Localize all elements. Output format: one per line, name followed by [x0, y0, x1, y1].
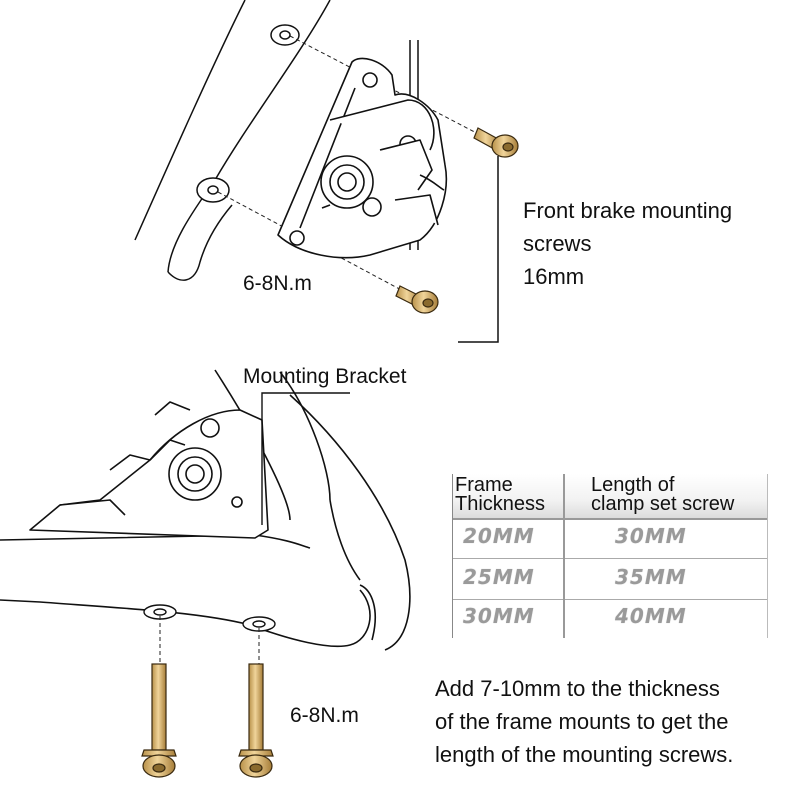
- front-screw-callout: [458, 156, 499, 343]
- frame-thickness-cell: 20MM: [463, 524, 535, 548]
- front-brake-screw-lower: [395, 285, 439, 314]
- header-length-line-2: clamp set screw: [591, 493, 735, 515]
- screw-length-cell: 40MM: [615, 604, 687, 628]
- header-frame-thickness: Frame Thickness: [455, 474, 546, 515]
- header-frame-line-1: Frame: [455, 474, 513, 496]
- header-frame-line-2: Thickness: [455, 493, 546, 515]
- header-length-line-1: Length of: [591, 474, 675, 496]
- table-row: 20MM 30MM: [453, 518, 767, 558]
- vertical-alignment-lines: [159, 616, 260, 666]
- bracket-callout: [261, 392, 350, 525]
- front-brake-label-line-1: Front brake mounting: [523, 198, 733, 223]
- screw-length-table: Frame Thickness Length of clamp set scre…: [452, 474, 768, 638]
- note-line-3: length of the mounting screws.: [435, 742, 734, 767]
- screw-length-cell: 35MM: [615, 565, 687, 589]
- frame-thickness-cell: 25MM: [463, 565, 535, 589]
- note-line-2: of the frame mounts to get the: [435, 709, 729, 734]
- brake-caliper-top: [277, 57, 448, 259]
- frame-screw-holes: [143, 604, 276, 632]
- mounting-bolt-right: [238, 663, 274, 778]
- mounting-bracket-label: Mounting Bracket: [243, 365, 407, 388]
- fork-mount-tabs: [196, 24, 300, 203]
- front-brake-screws-label: Front brake mounting screws 16mm: [523, 194, 783, 293]
- torque-label-bottom: 6-8N.m: [290, 704, 359, 727]
- table-divider: [563, 474, 565, 638]
- table-header: Frame Thickness Length of clamp set scre…: [453, 474, 767, 520]
- mounting-bolt-left: [141, 663, 177, 778]
- front-brake-label-line-2: screws: [523, 231, 592, 256]
- note-line-1: Add 7-10mm to the thickness: [435, 676, 720, 701]
- front-brake-label-line-3: 16mm: [523, 264, 585, 289]
- mounting-bracket: [29, 401, 269, 539]
- screw-length-note: Add 7-10mm to the thickness of the frame…: [435, 672, 775, 771]
- front-brake-screw-upper: [473, 127, 519, 158]
- screw-length-cell: 30MM: [615, 524, 687, 548]
- table-row: 25MM 35MM: [453, 558, 767, 600]
- header-screw-length: Length of clamp set screw: [591, 474, 735, 515]
- torque-label-top: 6-8N.m: [243, 272, 312, 295]
- table-row: 30MM 40MM: [453, 598, 767, 638]
- frame-thickness-cell: 30MM: [463, 604, 535, 628]
